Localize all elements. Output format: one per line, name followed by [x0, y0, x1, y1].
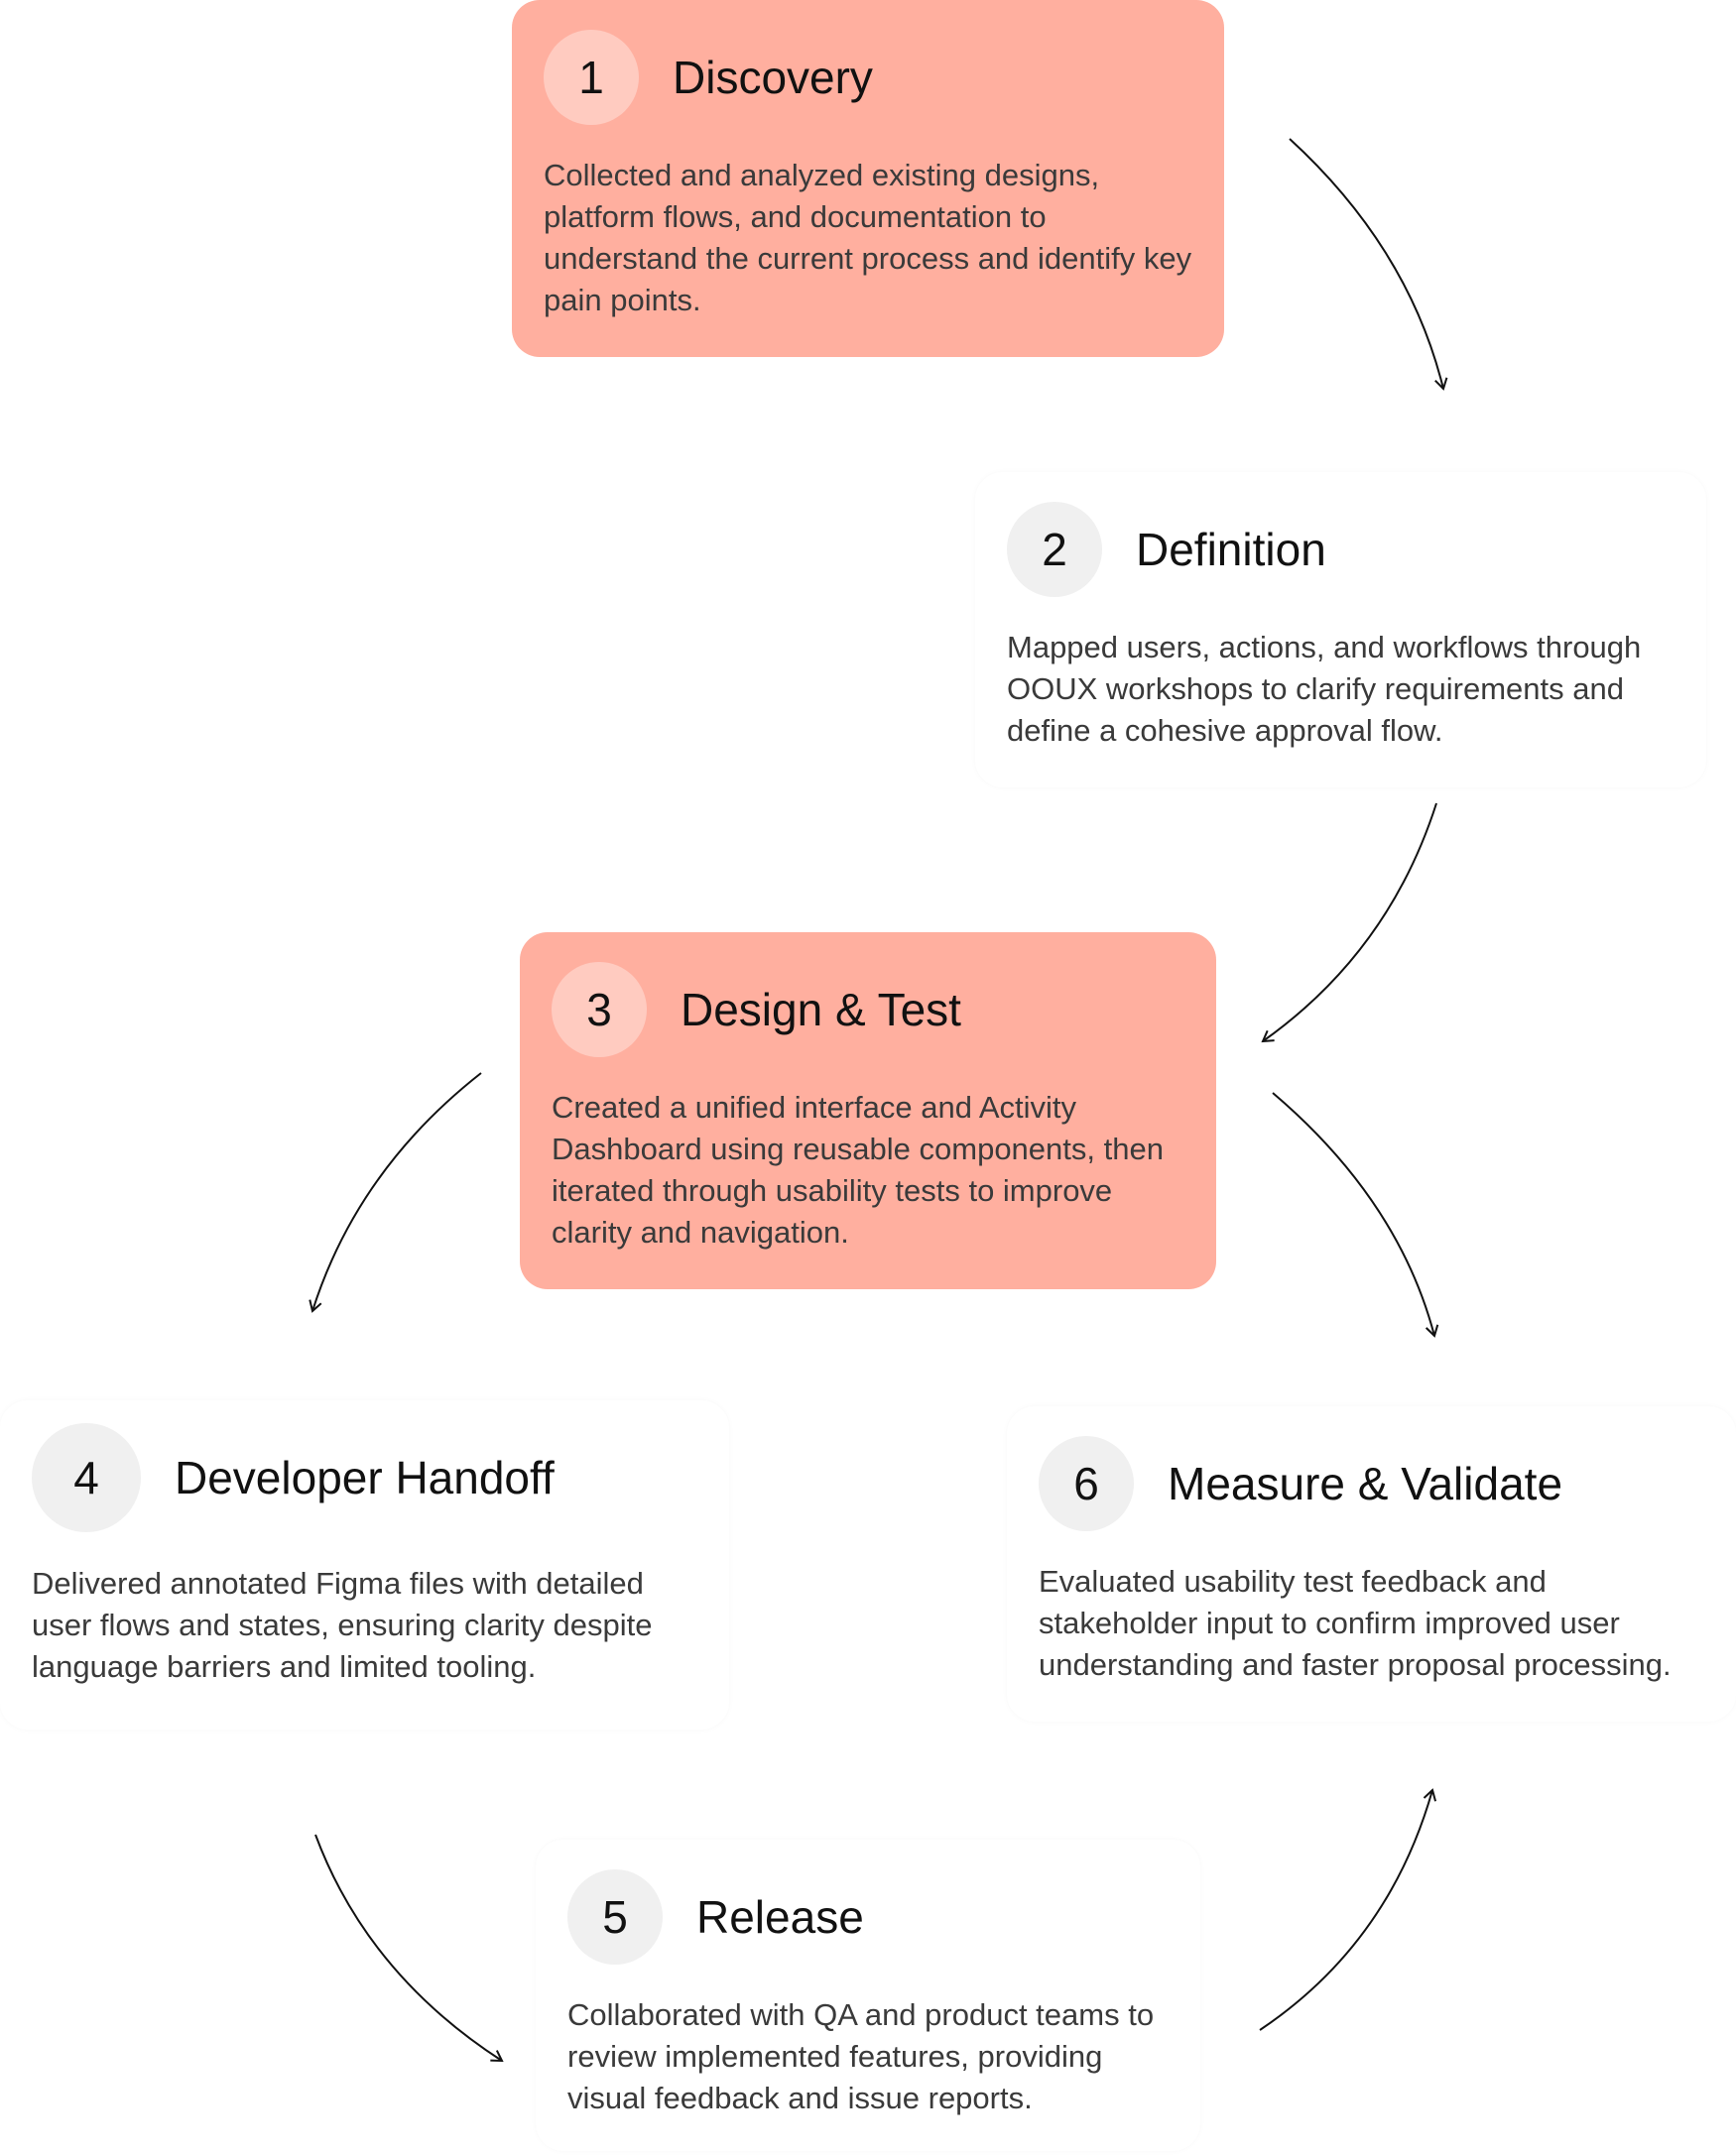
- step-description: Delivered annotated Figma files with det…: [32, 1566, 653, 1684]
- step-description: Evaluated usability test feedback and st…: [1039, 1564, 1672, 1682]
- arrow-4-to-5: [314, 1834, 504, 2063]
- arrow-1-to-2: [1289, 138, 1448, 391]
- step-title: Design & Test: [681, 984, 961, 1035]
- step-card-design-test: 3 Design & Test Created a unified interf…: [520, 932, 1216, 1289]
- arrow-2-to-3: [1261, 802, 1437, 1043]
- step-card-definition: 2 Definition Mapped users, actions, and …: [975, 472, 1706, 787]
- step-card-discovery: 1 Discovery Collected and analyzed exist…: [512, 0, 1224, 357]
- step-card-measure-validate: 6 Measure & Validate Evaluated usability…: [1007, 1406, 1736, 1722]
- step-card-developer-handoff: 4 Developer Handoff Delivered annotated …: [0, 1400, 729, 1730]
- step-number-badge: 6: [1039, 1436, 1134, 1531]
- step-title: Release: [696, 1891, 864, 1943]
- step-description: Collected and analyzed existing designs,…: [544, 158, 1192, 317]
- step-title: Developer Handoff: [175, 1452, 555, 1503]
- step-number-badge: 5: [567, 1869, 663, 1965]
- step-description: Mapped users, actions, and workflows thr…: [1007, 630, 1642, 748]
- step-number-badge: 1: [544, 30, 639, 125]
- step-number-badge: 4: [32, 1423, 141, 1532]
- step-number-badge: 3: [552, 962, 647, 1057]
- arrow-3-to-6: [1272, 1092, 1439, 1338]
- step-number-badge: 2: [1007, 502, 1102, 597]
- step-title: Discovery: [673, 52, 873, 103]
- step-description: Collaborated with QA and product teams t…: [567, 1997, 1155, 2115]
- step-title: Definition: [1136, 524, 1326, 575]
- step-card-release: 5 Release Collaborated with QA and produ…: [536, 1840, 1200, 2151]
- step-title: Measure & Validate: [1168, 1458, 1563, 1509]
- step-description: Created a unified interface and Activity…: [552, 1090, 1164, 1250]
- arrow-3-to-4: [309, 1072, 482, 1313]
- arrow-5-to-6: [1259, 1788, 1437, 2031]
